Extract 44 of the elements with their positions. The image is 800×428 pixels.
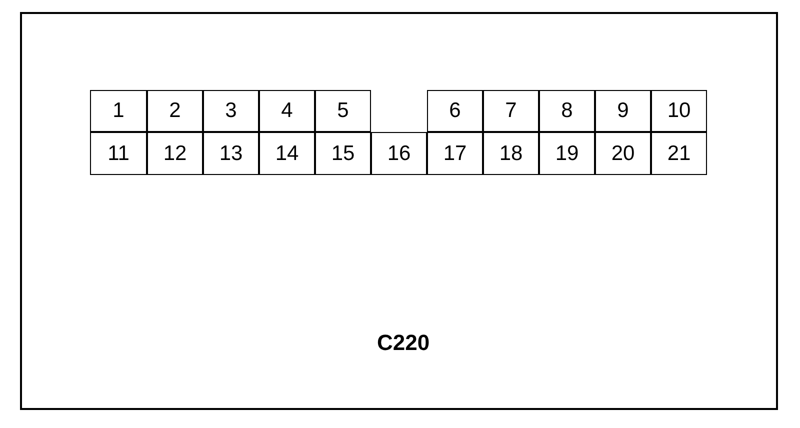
pin-number: 7 [505, 99, 517, 123]
pin-cavity [651, 90, 707, 132]
pin-number: 11 [108, 142, 130, 166]
pin-cavity [427, 132, 483, 175]
connector-outline [20, 12, 778, 410]
pin-number: 13 [219, 142, 243, 166]
pin-cavity [259, 90, 315, 132]
pin-cavity [90, 90, 147, 132]
pin-number: 6 [449, 99, 461, 123]
pin-number: 3 [225, 99, 237, 123]
pin-number: 2 [169, 99, 181, 123]
pin-cavity [427, 90, 483, 132]
pin-number: 16 [387, 142, 411, 166]
pin-cavity [483, 90, 539, 132]
pin-number: 20 [611, 142, 635, 166]
pin-number: 9 [617, 99, 629, 123]
pin-number: 17 [443, 142, 467, 166]
pin-number: 5 [337, 99, 349, 123]
pin-cavity [147, 132, 203, 175]
pin-cavity [259, 132, 315, 175]
pin-number: 8 [561, 99, 573, 123]
pin-cavity [315, 132, 371, 175]
connector-id: C220 [377, 330, 430, 356]
pin-cavity [595, 132, 651, 175]
pin-cavity [651, 132, 707, 175]
pin-cavity [539, 90, 595, 132]
pin-cavity [203, 132, 259, 175]
pin-cavity [371, 132, 427, 175]
pin-cavity [90, 132, 147, 175]
pin-number: 18 [499, 142, 523, 166]
pin-cavity [203, 90, 259, 132]
pin-number: 10 [667, 99, 691, 123]
pin-number: 14 [275, 142, 299, 166]
pin-cavity [315, 90, 371, 132]
pin-cavity [539, 132, 595, 175]
pin-number: 15 [331, 142, 355, 166]
pin-cavity [483, 132, 539, 175]
pin-cavity [147, 90, 203, 132]
pin-number: 12 [163, 142, 187, 166]
pin-number: 21 [667, 142, 691, 166]
pin-number: 1 [112, 99, 124, 123]
pin-cavity [595, 90, 651, 132]
pin-number: 19 [555, 142, 579, 166]
pin-number: 4 [281, 99, 293, 123]
